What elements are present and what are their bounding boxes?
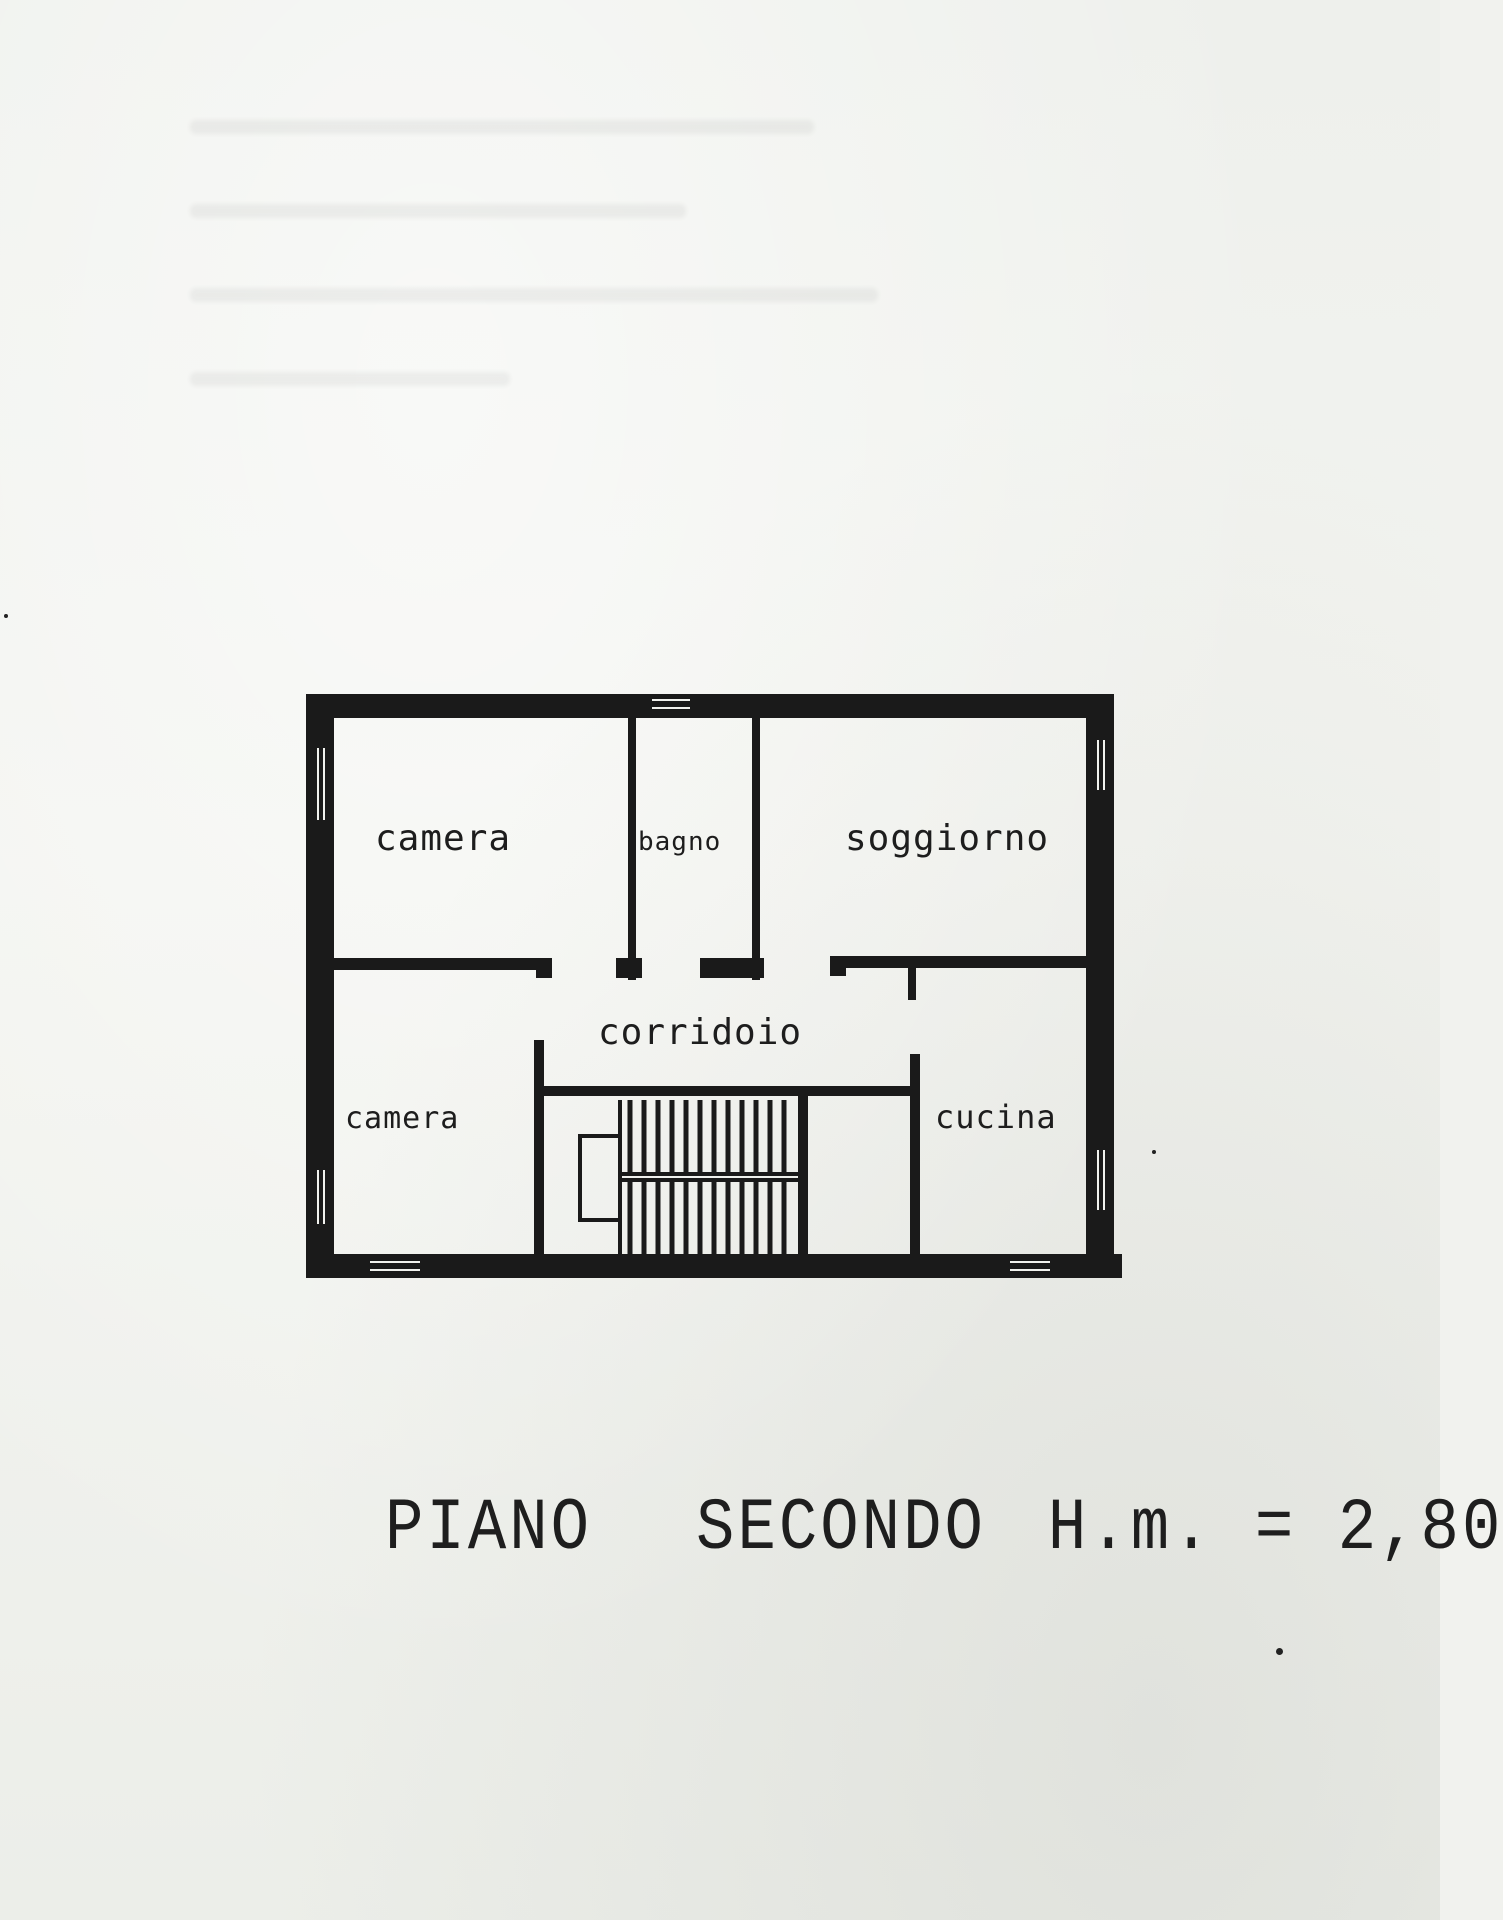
ink-speck xyxy=(1152,1150,1156,1154)
corridor-right-wall xyxy=(910,1054,920,1254)
stair-treads-lower xyxy=(627,1182,787,1254)
show-through-text xyxy=(190,120,990,540)
floor-caption: PIANO SECONDO H.m. = 2,80 xyxy=(385,1488,1503,1571)
stair-treads-upper xyxy=(627,1100,787,1172)
floor-plan: camera bagno soggiorno corridoio camera … xyxy=(306,694,1122,1278)
wall-left-mid xyxy=(334,958,552,970)
stair-landing xyxy=(578,1134,622,1222)
bagno-wall-left xyxy=(628,718,636,980)
wall-right-mid-stub xyxy=(908,966,916,1000)
outer-wall-top xyxy=(310,694,1110,718)
room-label-bagno: bagno xyxy=(638,827,721,857)
room-label-cucina: cucina xyxy=(935,1098,1057,1136)
wall-left-mid-cap xyxy=(536,958,552,978)
ink-speck xyxy=(1276,1648,1283,1655)
corridor-left-wall xyxy=(534,1040,544,1254)
room-label-corridoio: corridoio xyxy=(598,1012,802,1053)
bagno-door-left xyxy=(616,958,642,978)
wall-right-mid-cap xyxy=(830,956,846,976)
outer-wall-bottom xyxy=(308,1254,1122,1278)
room-label-camera-top: camera xyxy=(375,818,511,859)
room-label-soggiorno: soggiorno xyxy=(845,818,1049,859)
caption-piano: PIANO xyxy=(385,1488,593,1571)
staircase xyxy=(578,1100,798,1254)
bagno-door-right xyxy=(700,958,764,978)
stair-top-wall xyxy=(544,1086,910,1096)
wall-right-mid xyxy=(830,956,1086,968)
caption-secondo: SECONDO xyxy=(696,1488,986,1571)
walls xyxy=(306,694,1122,1278)
caption-height: H.m. = 2,80 xyxy=(1047,1488,1503,1571)
room-label-camera-bottom: camera xyxy=(345,1101,459,1136)
outer-wall-right xyxy=(1086,694,1114,1278)
bagno-wall-right xyxy=(752,718,760,980)
ink-speck xyxy=(4,614,8,618)
outer-wall-left xyxy=(306,694,334,1278)
stair-right-wall xyxy=(798,1096,808,1254)
windows xyxy=(317,699,1105,1271)
